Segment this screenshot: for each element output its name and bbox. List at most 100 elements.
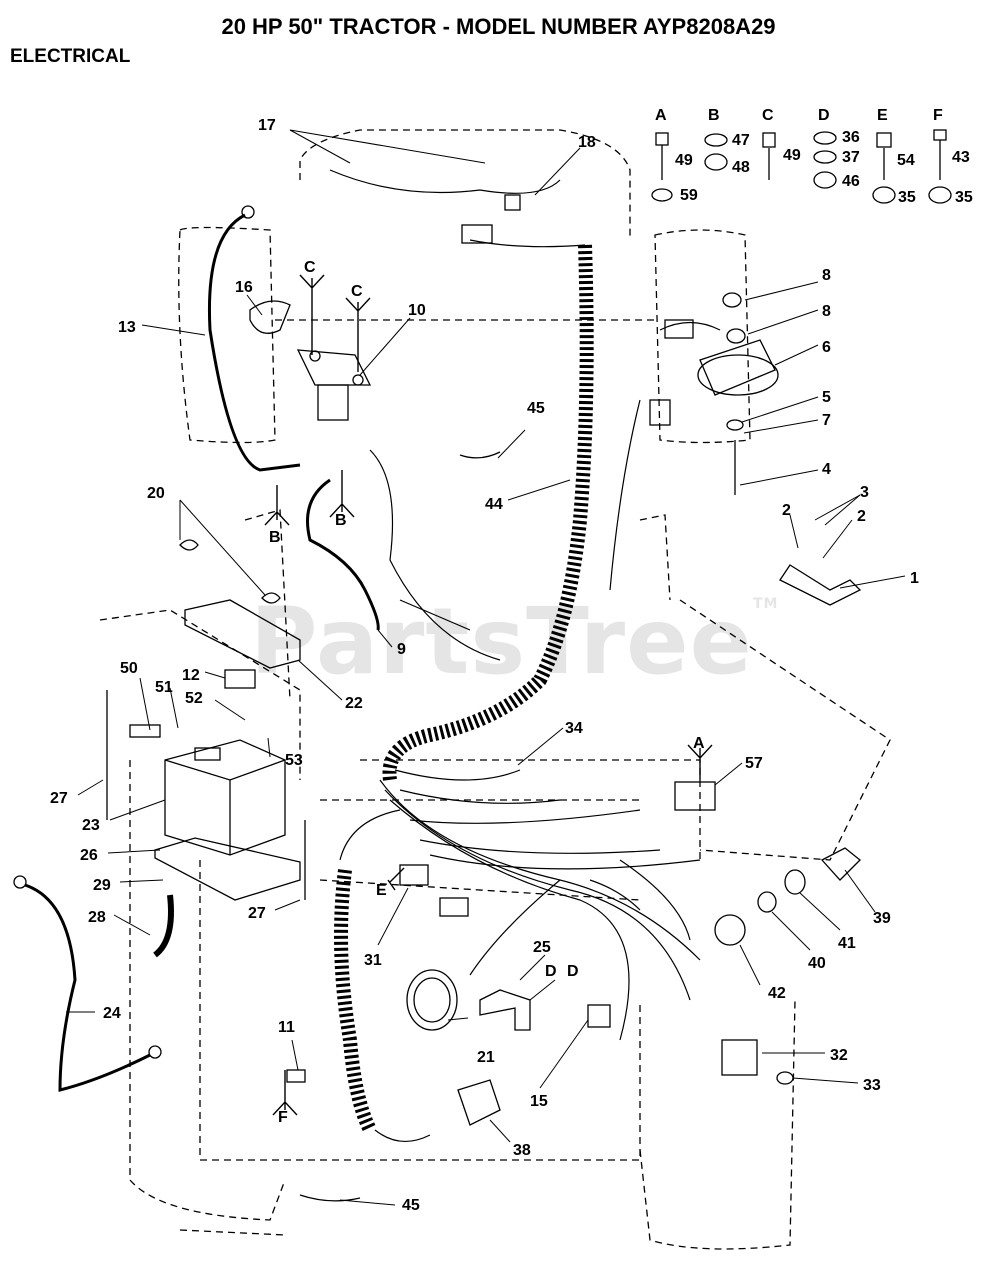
- callout-16: 16: [235, 279, 253, 296]
- battery-tray: [154, 837, 301, 901]
- callout-labels: 1 2 2 3 4 5 6 7 8 8 9 10 11 12 13 15 16 …: [50, 117, 919, 1214]
- callout-10: 10: [408, 302, 426, 319]
- hw-letter-a: A: [655, 107, 667, 124]
- hw-part-b-2: 48: [732, 159, 750, 176]
- callout-42: 42: [768, 985, 786, 1002]
- callout-28: 28: [88, 909, 106, 926]
- ignition-key: [820, 847, 861, 881]
- callout-15: 15: [530, 1093, 548, 1110]
- callout-27a: 27: [50, 790, 68, 807]
- callout-4: 4: [822, 461, 831, 478]
- callout-2b: 2: [857, 508, 866, 525]
- battery-cable-9: [306, 478, 380, 631]
- ignition-switch: [714, 869, 806, 946]
- callout-17: 17: [258, 117, 276, 134]
- hw-letter-f: F: [933, 107, 943, 124]
- callout-57: 57: [745, 755, 763, 772]
- callout-22: 22: [345, 695, 363, 712]
- pto-switch: [721, 1039, 758, 1076]
- hw-part-d-1: 36: [842, 129, 860, 146]
- callout-25: 25: [533, 939, 551, 956]
- callout-24: 24: [103, 1005, 121, 1022]
- reference-letters: C C B B A E D D F: [269, 259, 705, 1126]
- hw-part-a-2: 59: [680, 187, 698, 204]
- starter-solenoid: [296, 349, 372, 421]
- callout-31: 31: [364, 952, 382, 969]
- callout-13: 13: [118, 319, 136, 336]
- callout-7: 7: [822, 412, 831, 429]
- callout-26: 26: [80, 847, 98, 864]
- hw-part-a-1: 49: [675, 152, 693, 169]
- callout-29: 29: [93, 877, 111, 894]
- hw-part-c-1: 49: [783, 147, 801, 164]
- harness-wires: [329, 169, 721, 1142]
- ref-e-1: E: [376, 882, 387, 899]
- hw-letter-b: B: [708, 107, 720, 124]
- ref-c-2: C: [351, 283, 363, 300]
- callout-21: 21: [477, 1049, 495, 1066]
- callout-52: 52: [185, 690, 203, 707]
- fuse-holder: [399, 864, 429, 886]
- callout-23: 23: [82, 817, 100, 834]
- seat-switch: [457, 1079, 501, 1126]
- callout-50: 50: [120, 660, 138, 677]
- callout-44: 44: [485, 496, 503, 513]
- callout-2a: 2: [782, 502, 791, 519]
- hardware-key: A 49 59 B 47 48 C 49 D 36 37 46 E 54 35 …: [655, 107, 973, 206]
- callout-51: 51: [155, 679, 173, 696]
- ref-f-1: F: [278, 1109, 288, 1126]
- hw-part-b-1: 47: [732, 132, 750, 149]
- ref-d-2: D: [567, 963, 579, 980]
- callout-1: 1: [910, 570, 919, 587]
- wire-harness-conduit: [334, 244, 594, 1134]
- hour-meter: [406, 969, 458, 1031]
- callout-8a: 8: [822, 267, 831, 284]
- ref-c-1: C: [304, 259, 316, 276]
- bracket: [779, 564, 862, 606]
- page-title: 20 HP 50" TRACTOR - MODEL NUMBER AYP8208…: [221, 14, 776, 39]
- callout-34: 34: [565, 720, 583, 737]
- tractor-outline: [99, 129, 891, 1250]
- callout-8b: 8: [822, 303, 831, 320]
- callout-41: 41: [838, 935, 856, 952]
- ref-b-1: B: [269, 529, 281, 546]
- hw-part-f-2: 35: [955, 189, 973, 206]
- ground-cable-13: [207, 213, 301, 472]
- callout-38: 38: [513, 1142, 531, 1159]
- callout-11: 11: [278, 1019, 295, 1036]
- terminal-boot: [249, 300, 291, 334]
- callout-27b: 27: [248, 905, 266, 922]
- hw-part-d-2: 37: [842, 149, 860, 166]
- battery-cable-24: [24, 883, 151, 1092]
- ref-a-1: A: [693, 735, 705, 752]
- callout-40: 40: [808, 955, 826, 972]
- callout-45b: 45: [402, 1197, 420, 1214]
- hw-part-d-3: 46: [842, 173, 860, 190]
- hardware-icons: [651, 129, 952, 204]
- callout-20: 20: [147, 485, 165, 502]
- callout-9: 9: [397, 641, 406, 658]
- watermark: PartsTreeTM: [250, 588, 779, 695]
- hw-letter-d: D: [818, 107, 830, 124]
- callout-6: 6: [822, 339, 831, 356]
- pto-clutch: [697, 292, 779, 495]
- hw-letter-e: E: [877, 107, 888, 124]
- hw-part-e-1: 54: [897, 152, 915, 169]
- fuse: [224, 669, 256, 689]
- section-subtitle: ELECTRICAL: [10, 46, 131, 67]
- ref-d-1: D: [545, 963, 557, 980]
- callout-39: 39: [873, 910, 891, 927]
- reference-markers: [264, 274, 713, 1116]
- callout-33: 33: [863, 1077, 881, 1094]
- callout-45a: 45: [527, 400, 545, 417]
- callout-12: 12: [182, 667, 200, 684]
- hw-part-e-2: 35: [898, 189, 916, 206]
- callout-18: 18: [578, 134, 596, 151]
- battery: [164, 739, 286, 856]
- battery-holddown: [184, 599, 301, 669]
- meter-bracket: [479, 989, 531, 1031]
- callout-32: 32: [830, 1047, 848, 1064]
- callout-5: 5: [822, 389, 831, 406]
- relay: [674, 781, 716, 811]
